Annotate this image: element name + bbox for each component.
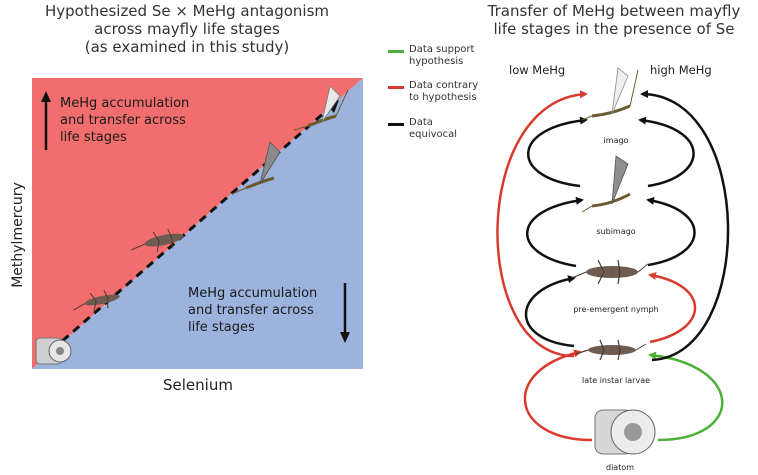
stage-label-larvae: late instar larvae xyxy=(581,376,651,385)
y-axis-label: Methylmercury xyxy=(10,182,26,288)
legend-line-text: Data contrary xyxy=(409,80,479,91)
legend-line-text: to hypothesis xyxy=(409,92,477,103)
up-arrowhead xyxy=(41,91,51,102)
arrow-subimago-imago-low xyxy=(527,116,588,188)
arrow-larvae-imago-high xyxy=(640,90,730,362)
green-line-icon xyxy=(388,50,404,53)
high-mehg-label: high MeHg xyxy=(650,63,712,77)
lower-text-line: life stages xyxy=(188,320,255,335)
arrow-diatom-larvae-low xyxy=(523,349,593,442)
diatom-icon xyxy=(594,409,656,455)
legend-item-support: Data support hypothesis xyxy=(388,44,474,68)
nymph-icon xyxy=(131,228,184,252)
legend-line-text: equivocal xyxy=(409,129,458,140)
right-title-line: life stages in the presence of Se xyxy=(493,20,735,38)
arrow-diatom-larvae-high xyxy=(648,351,724,442)
upper-region-text: MeHg accumulation and transfer across li… xyxy=(60,95,230,146)
left-title-line: (as examined in this study) xyxy=(84,38,290,56)
left-panel-title: Hypothesized Se × MeHg antagonism across… xyxy=(12,2,362,56)
upper-text-line: MeHg accumulation xyxy=(60,96,190,111)
arrow-subimago-imago-high xyxy=(638,116,695,188)
left-title-line: Hypothesized Se × MeHg antagonism xyxy=(44,2,329,20)
legend-label: Data support hypothesis xyxy=(409,44,474,68)
right-panel-title: Transfer of MeHg between mayfly life sta… xyxy=(470,2,758,38)
arrow-larvae-nymph-low xyxy=(524,275,576,348)
transfer-diagram xyxy=(496,67,730,455)
arrow-larvae-nymph-high xyxy=(648,272,696,344)
stage-label-nymph: pre-emergent nymph xyxy=(573,305,659,314)
legend-item-equivocal: Data equivocal xyxy=(388,117,457,141)
legend-item-contrary: Data contrary to hypothesis xyxy=(388,80,478,104)
arrow-larvae-imago-low xyxy=(496,90,588,358)
nymph-icon xyxy=(571,259,649,285)
larva-icon xyxy=(73,290,120,311)
black-line-icon xyxy=(388,123,404,126)
legend-line-text: Data support xyxy=(409,44,475,55)
upper-text-line: and transfer across xyxy=(60,113,186,128)
diatom-icon xyxy=(35,337,72,365)
stage-label-subimago: subimago xyxy=(596,227,636,236)
stage-label-diatom: diatom xyxy=(605,463,635,472)
x-axis-label: Selenium xyxy=(163,376,233,394)
imago-icon xyxy=(293,85,349,131)
left-title-line: across mayfly life stages xyxy=(94,20,280,38)
diagonal-arrow-path xyxy=(51,104,333,352)
imago-icon xyxy=(581,67,639,121)
hypothesis-plot xyxy=(32,78,363,369)
stage-label-imago: imago xyxy=(603,136,629,145)
larva-icon xyxy=(575,339,647,361)
arrow-nymph-subimago-low xyxy=(526,196,584,268)
legend-line-text: hypothesis xyxy=(409,56,464,67)
legend-label: Data equivocal xyxy=(409,117,457,141)
lower-text-line: MeHg accumulation xyxy=(188,286,318,301)
legend-line-text: Data xyxy=(409,117,433,128)
right-title-line: Transfer of MeHg between mayfly xyxy=(487,2,741,20)
upper-text-line: life stages xyxy=(60,130,127,145)
subimago-icon xyxy=(581,155,631,213)
lower-region-text: MeHg accumulation and transfer across li… xyxy=(188,285,348,336)
down-arrowhead xyxy=(340,332,350,343)
red-line-icon xyxy=(388,86,404,89)
subimago-icon xyxy=(231,141,281,195)
lower-text-line: and transfer across xyxy=(188,303,314,318)
legend-label: Data contrary to hypothesis xyxy=(409,80,478,104)
arrow-nymph-subimago-high xyxy=(646,197,696,267)
low-mehg-label: low MeHg xyxy=(509,63,566,77)
